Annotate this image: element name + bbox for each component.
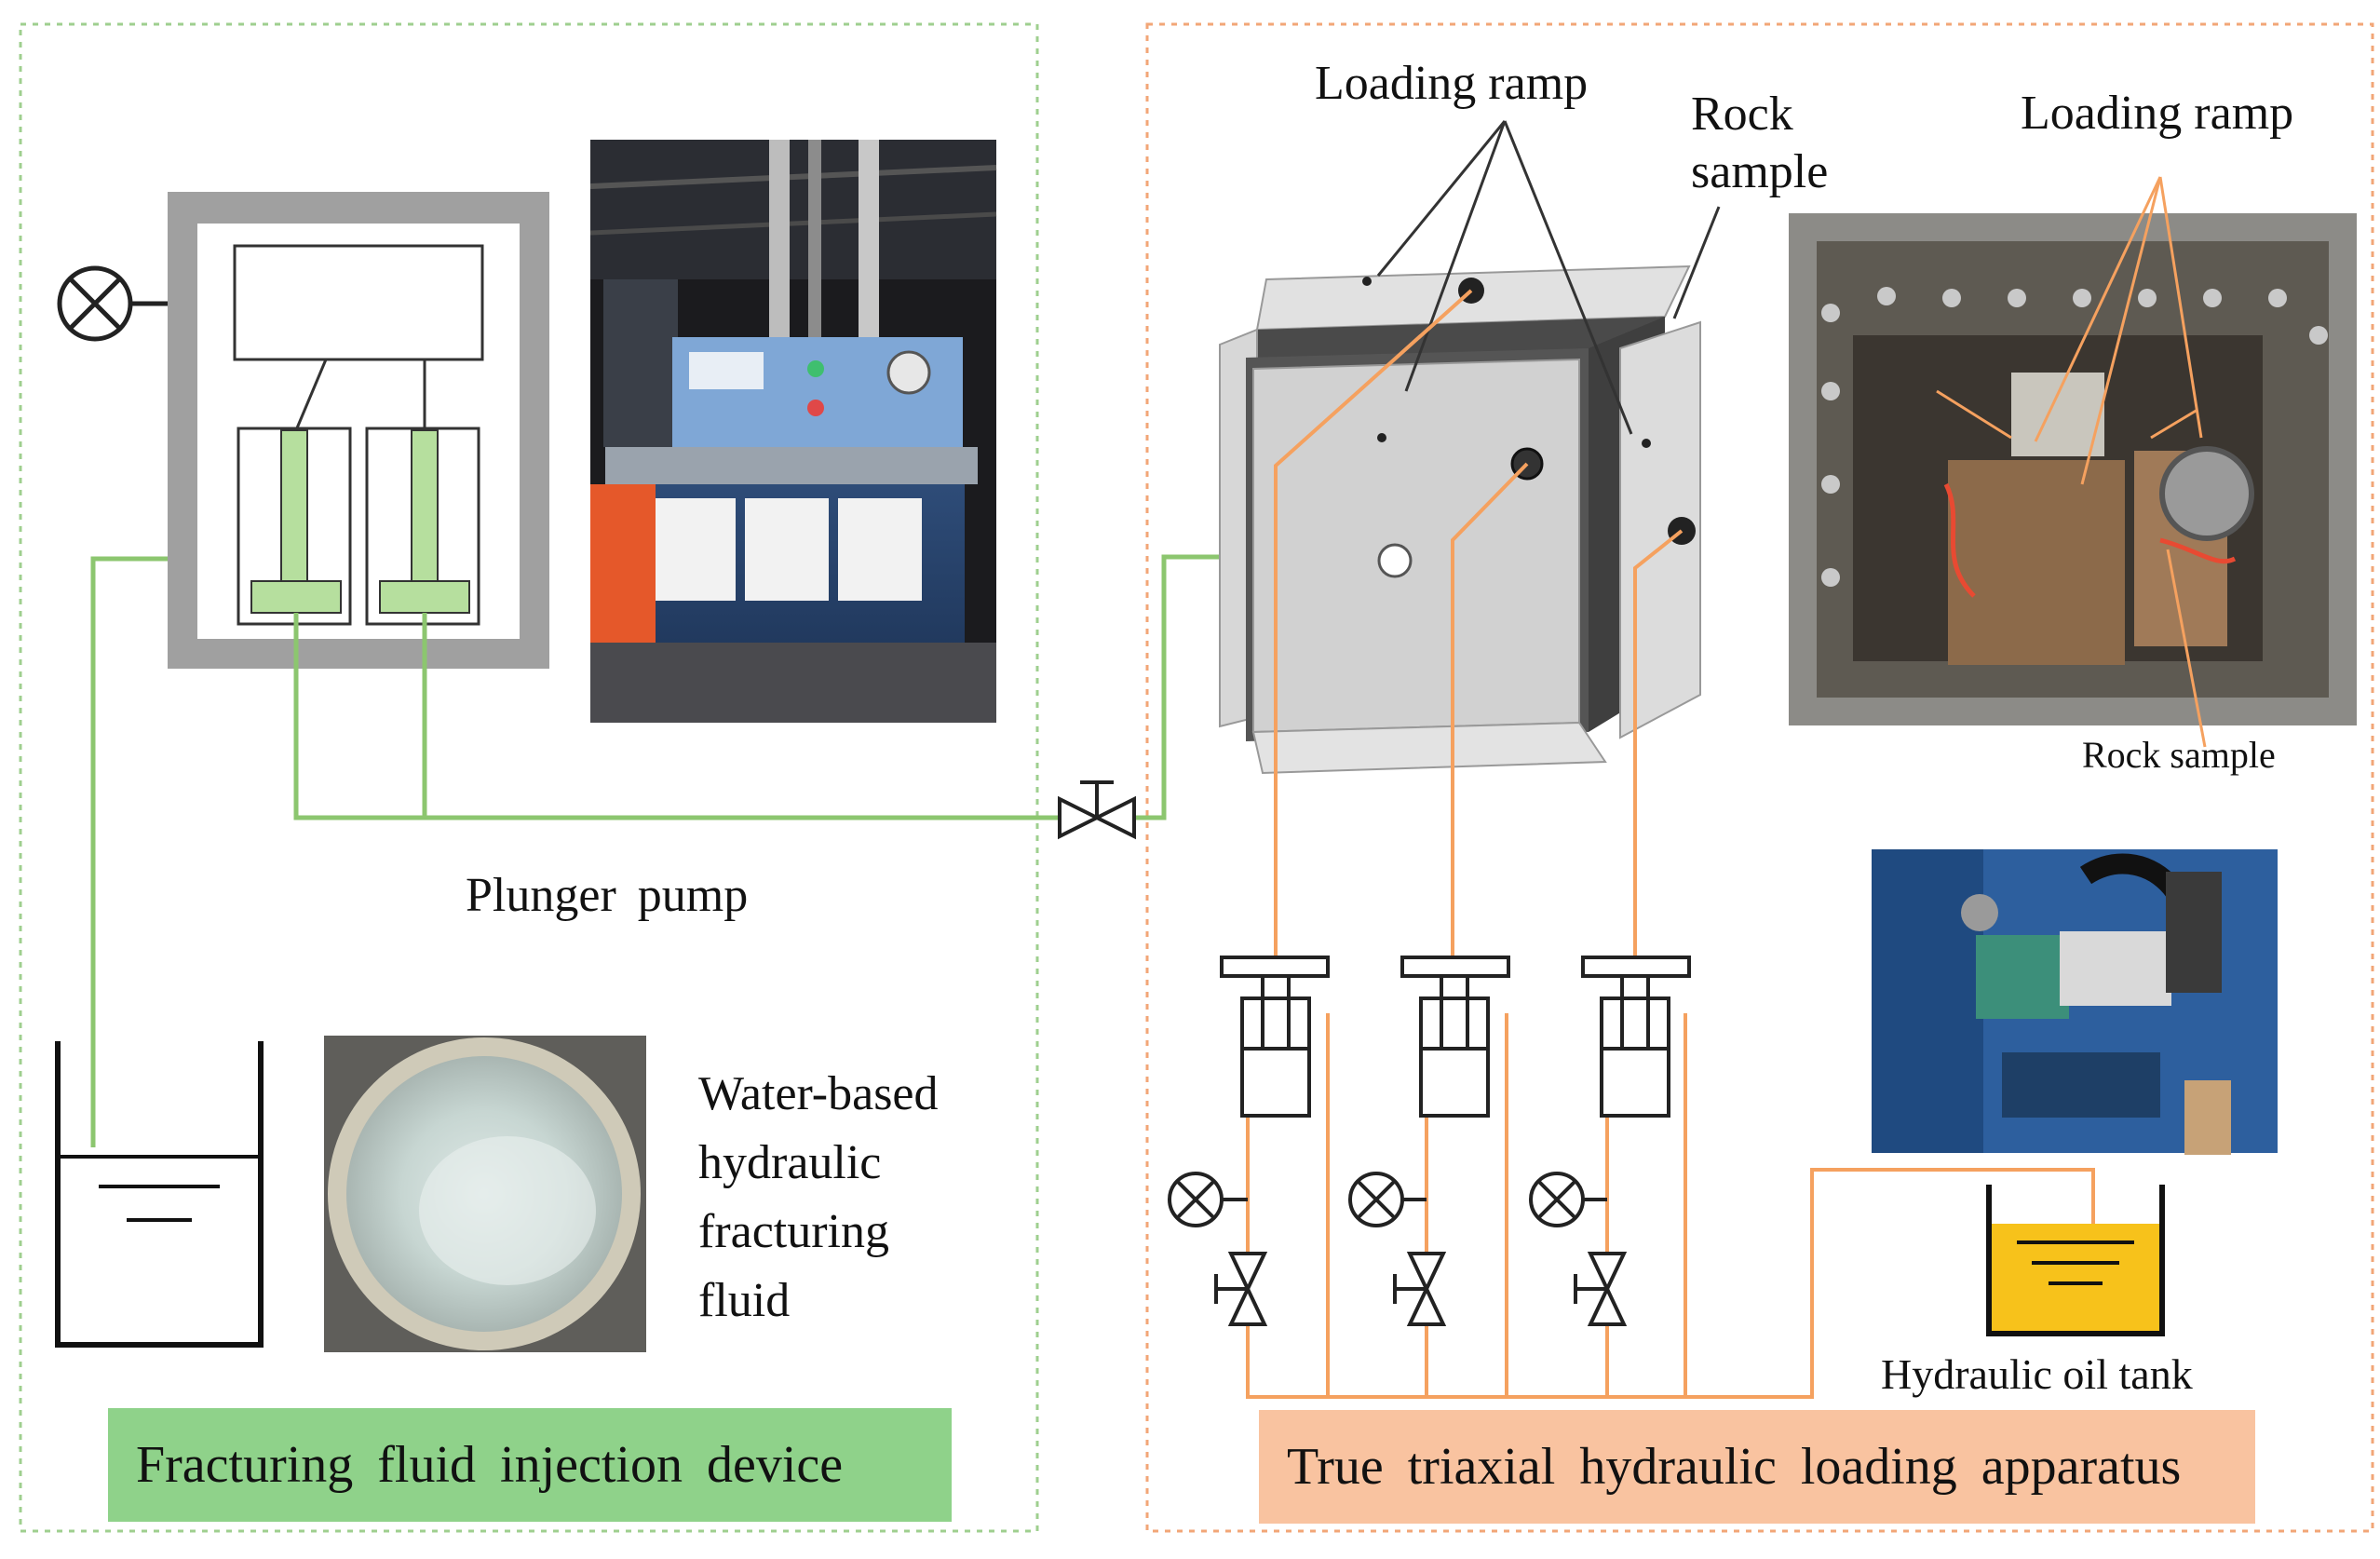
plunger-pump-photo — [589, 140, 997, 723]
left-banner-title: Fracturing fluid injection device — [136, 1436, 844, 1494]
hydraulic-cylinder-2 — [1400, 956, 1510, 1118]
oil-tank-label: Hydraulic oil tank — [1881, 1350, 2193, 1398]
left-panel-border — [19, 22, 1039, 1533]
cylinder-gauge-icon-2 — [1348, 1172, 1427, 1227]
photo-callout-lines — [2034, 176, 2207, 748]
hydraulic-cylinder-3 — [1581, 956, 1691, 1118]
cylinder-gauge-icon-1 — [1168, 1172, 1248, 1227]
fracturing-fluid-label: Water-based hydraulic fracturing fluid — [698, 1067, 939, 1327]
right-banner-title: True triaxial hydraulic loading apparatu… — [1287, 1438, 2182, 1496]
fluid-valve-icon — [1058, 780, 1136, 840]
plunger-pump-label: Plunger pump — [466, 869, 749, 922]
right-panel-border — [1145, 22, 2374, 1533]
hydraulic-oil-tank-icon — [1986, 1185, 2165, 1336]
callout-lines — [1376, 120, 1721, 435]
loading-chamber-photo — [1789, 213, 2357, 725]
rock-sample-label-1: Rock sample — [1691, 88, 1829, 198]
fracturing-fluid-photo — [324, 1036, 646, 1352]
hydraulic-cylinder-1 — [1220, 956, 1330, 1118]
cylinder-gauge-icon-3 — [1529, 1172, 1607, 1227]
cylinder-valve-icon-2 — [1393, 1252, 1447, 1326]
fluid-tank-icon — [55, 1041, 264, 1348]
plunger-pump-schematic — [168, 192, 549, 669]
rock-sample-label-2: Rock sample — [2082, 734, 2276, 776]
rock-sample-cube — [1219, 264, 1701, 775]
loading-ramp-label-2: Loading ramp — [2021, 87, 2294, 140]
hydraulic-pump-photo — [1872, 849, 2278, 1155]
cylinder-valve-icon-1 — [1214, 1252, 1268, 1326]
left-banner-bg — [108, 1408, 952, 1522]
cylinder-valve-icon-3 — [1574, 1252, 1628, 1326]
pressure-gauge-icon — [57, 265, 168, 342]
loading-ramp-label-1: Loading ramp — [1315, 57, 1589, 110]
right-banner-bg — [1259, 1410, 2255, 1524]
